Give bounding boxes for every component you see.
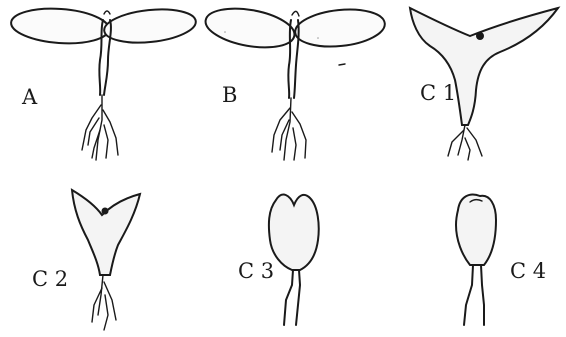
seedling-c4-stem xyxy=(464,265,484,325)
seedling-c4-body xyxy=(456,195,496,265)
seedling-b-stipple-2 xyxy=(317,37,319,39)
seedling-b-right-cotyledon xyxy=(293,5,386,50)
seedling-c3-stem xyxy=(284,270,300,325)
seedling-a-roots xyxy=(82,95,118,160)
seedling-c2-body xyxy=(72,190,140,275)
seedling-a-left-cotyledon xyxy=(10,6,110,47)
seedling-a: A xyxy=(10,5,197,160)
seedling-c1-apex xyxy=(476,32,484,40)
label-a: A xyxy=(21,85,38,109)
seedling-b-mark xyxy=(339,64,345,65)
seedling-c2: C 2 xyxy=(32,190,140,330)
seedling-c1-body xyxy=(410,8,558,125)
seedling-b-left-cotyledon xyxy=(203,2,298,53)
seedling-c3-body xyxy=(269,195,319,270)
seedling-c2-roots xyxy=(92,275,116,330)
seedling-a-right-cotyledon xyxy=(103,5,198,46)
label-c1: C 1 xyxy=(420,81,456,105)
seedling-b-roots xyxy=(272,98,306,160)
label-c2: C 2 xyxy=(32,267,68,291)
label-c3: C 3 xyxy=(238,259,274,283)
seedling-c3: C 3 xyxy=(238,195,319,325)
seedling-c1: C 1 xyxy=(410,8,558,160)
seedling-b: B xyxy=(203,2,387,160)
label-c4: C 4 xyxy=(510,259,546,283)
seedling-c2-apex xyxy=(102,208,109,215)
seedling-c4: C 4 xyxy=(456,195,546,325)
label-b: B xyxy=(222,83,237,107)
seedling-c1-roots xyxy=(448,125,482,160)
seedling-b-hypocotyl xyxy=(288,11,299,98)
seedling-b-stipple xyxy=(224,31,226,33)
